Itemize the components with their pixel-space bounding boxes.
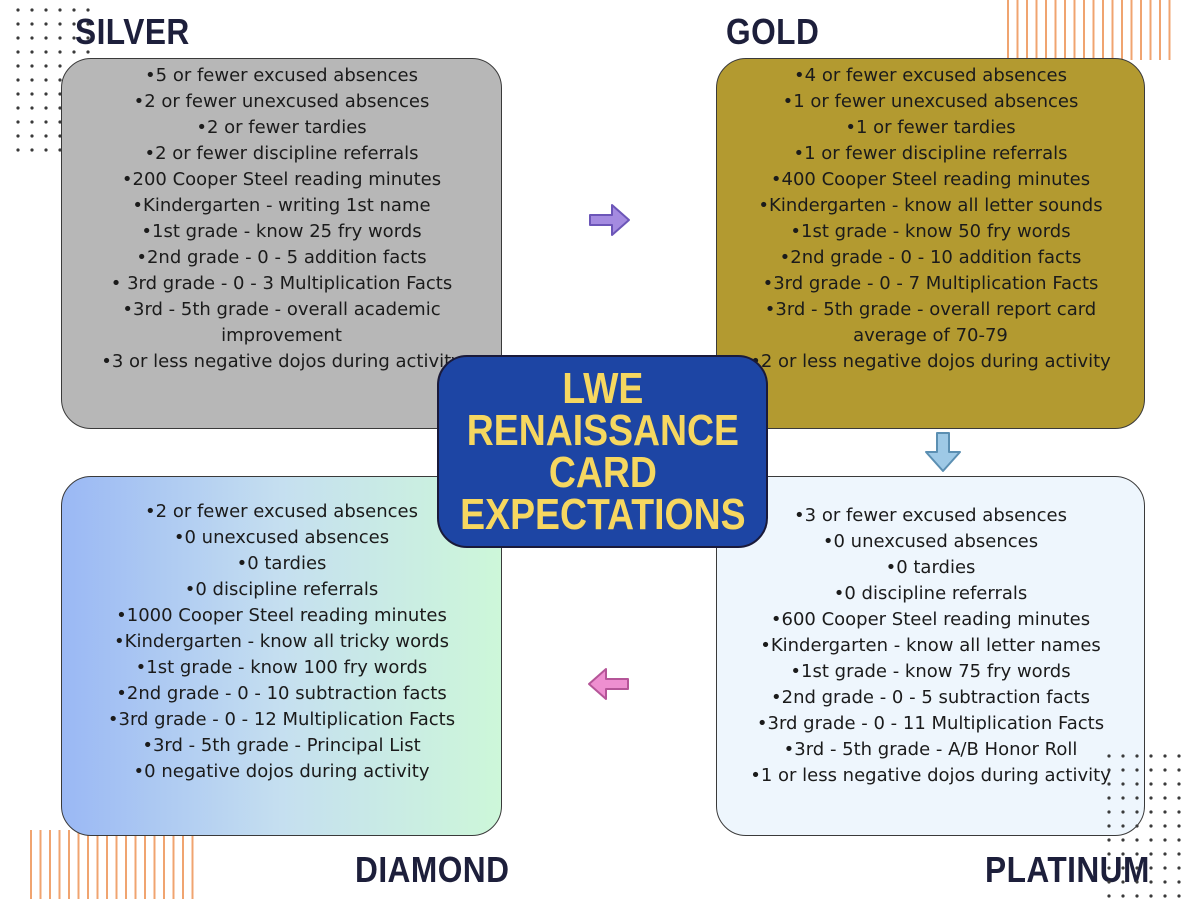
platinum-criteria-list: 3 or fewer excused absences0 unexcused a… bbox=[717, 503, 1144, 789]
criteria-item: 3rd - 5th grade - A/B Honor Roll bbox=[717, 737, 1144, 763]
silver-title: SILVER bbox=[75, 11, 190, 52]
criteria-item: 0 unexcused absences bbox=[62, 525, 501, 551]
criteria-item: 3rd grade - 0 - 7 Multiplication Facts bbox=[717, 271, 1144, 297]
criteria-item: 0 unexcused absences bbox=[717, 529, 1144, 555]
criteria-item: 3 or fewer excused absences bbox=[717, 503, 1144, 529]
dot-pattern-bottom-right bbox=[1107, 754, 1181, 898]
criteria-item: 2nd grade - 0 - 10 subtraction facts bbox=[62, 681, 501, 707]
criteria-item: Kindergarten - know all tricky words bbox=[62, 629, 501, 655]
criteria-item: 4 or fewer excused absences bbox=[717, 63, 1144, 89]
criteria-item: 5 or fewer excused absences bbox=[62, 63, 501, 89]
criteria-item: Kindergarten - know all letter sounds bbox=[717, 193, 1144, 219]
criteria-item: 0 discipline referrals bbox=[717, 581, 1144, 607]
criteria-item: 1st grade - know 25 fry words bbox=[62, 219, 501, 245]
criteria-item: 3rd - 5th grade - overall academic impro… bbox=[62, 297, 501, 349]
gold-criteria-list: 4 or fewer excused absences1 or fewer un… bbox=[717, 63, 1144, 375]
arrow-down-icon bbox=[925, 432, 961, 472]
criteria-item: 0 discipline referrals bbox=[62, 577, 501, 603]
criteria-item: 0 tardies bbox=[62, 551, 501, 577]
gold-title: GOLD bbox=[726, 11, 820, 52]
criteria-item: 600 Cooper Steel reading minutes bbox=[717, 607, 1144, 633]
criteria-item: 400 Cooper Steel reading minutes bbox=[717, 167, 1144, 193]
criteria-item: 0 tardies bbox=[717, 555, 1144, 581]
criteria-item: 2 or fewer tardies bbox=[62, 115, 501, 141]
criteria-item: 3rd grade - 0 - 12 Multiplication Facts bbox=[62, 707, 501, 733]
criteria-item: 2 or fewer excused absences bbox=[62, 499, 501, 525]
criteria-item: 1st grade - know 75 fry words bbox=[717, 659, 1144, 685]
criteria-item: 2 or less negative dojos during activity bbox=[717, 349, 1144, 375]
diamond-card: 2 or fewer excused absences0 unexcused a… bbox=[61, 476, 502, 836]
arrow-right-icon bbox=[589, 204, 630, 236]
diamond-title: DIAMOND bbox=[355, 849, 510, 890]
criteria-item: 1st grade - know 100 fry words bbox=[62, 655, 501, 681]
criteria-item: 3 or less negative dojos during activity bbox=[62, 349, 501, 375]
arrow-left-icon bbox=[588, 668, 629, 700]
criteria-item: 1st grade - know 50 fry words bbox=[717, 219, 1144, 245]
line-pattern-bottom-left bbox=[30, 830, 194, 899]
criteria-item: 0 negative dojos during activity bbox=[62, 759, 501, 785]
criteria-item: 2 or fewer discipline referrals bbox=[62, 141, 501, 167]
criteria-item: Kindergarten - writing 1st name bbox=[62, 193, 501, 219]
criteria-item: 3rd grade - 0 - 3 Multiplication Facts bbox=[62, 271, 501, 297]
silver-card: 5 or fewer excused absences2 or fewer un… bbox=[61, 58, 502, 429]
criteria-item: Kindergarten - know all letter names bbox=[717, 633, 1144, 659]
criteria-item: 3rd - 5th grade - Principal List bbox=[62, 733, 501, 759]
criteria-item: 1000 Cooper Steel reading minutes bbox=[62, 603, 501, 629]
platinum-card: 3 or fewer excused absences0 unexcused a… bbox=[716, 476, 1145, 836]
criteria-item: 1 or less negative dojos during activity bbox=[717, 763, 1144, 789]
center-title-box: LWE RENAISSANCE CARD EXPECTATIONS bbox=[437, 355, 768, 548]
line-pattern-top-right bbox=[1007, 0, 1171, 60]
criteria-item: 3rd - 5th grade - overall report card av… bbox=[717, 297, 1144, 349]
criteria-item: 1 or fewer discipline referrals bbox=[717, 141, 1144, 167]
criteria-item: 2nd grade - 0 - 5 subtraction facts bbox=[717, 685, 1144, 711]
center-title: LWE RENAISSANCE CARD EXPECTATIONS bbox=[459, 363, 746, 539]
gold-card: 4 or fewer excused absences1 or fewer un… bbox=[716, 58, 1145, 429]
criteria-item: 3rd grade - 0 - 11 Multiplication Facts bbox=[717, 711, 1144, 737]
silver-criteria-list: 5 or fewer excused absences2 or fewer un… bbox=[62, 63, 501, 375]
criteria-item: 1 or fewer tardies bbox=[717, 115, 1144, 141]
criteria-item: 2nd grade - 0 - 5 addition facts bbox=[62, 245, 501, 271]
diamond-criteria-list: 2 or fewer excused absences0 unexcused a… bbox=[62, 499, 501, 785]
criteria-item: 2nd grade - 0 - 10 addition facts bbox=[717, 245, 1144, 271]
criteria-item: 200 Cooper Steel reading minutes bbox=[62, 167, 501, 193]
criteria-item: 2 or fewer unexcused absences bbox=[62, 89, 501, 115]
criteria-item: 1 or fewer unexcused absences bbox=[717, 89, 1144, 115]
